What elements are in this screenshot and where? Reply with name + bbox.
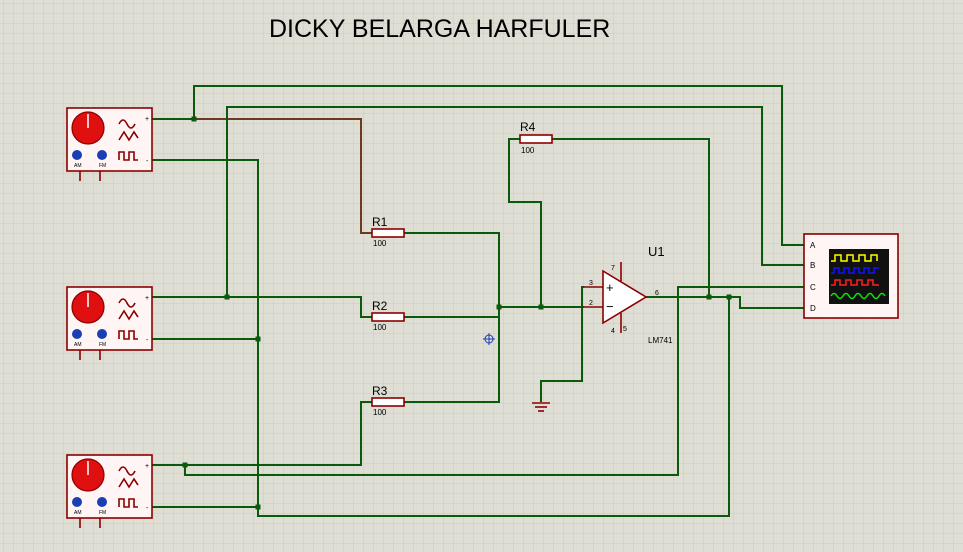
square-wave-icon: [118, 330, 138, 340]
terminal-plus-label: +: [145, 295, 149, 302]
sine-wave-icon: [118, 119, 136, 129]
triangle-wave-icon: [118, 130, 139, 142]
wires: [152, 85, 804, 517]
junction: [255, 336, 261, 342]
fm-dial-icon[interactable]: [97, 329, 107, 339]
square-wave-icon: [118, 498, 138, 508]
resistor-ref: R3: [372, 384, 388, 398]
terminal-minus-label: -: [146, 505, 149, 512]
triangle-wave-icon: [118, 477, 139, 489]
junction: [538, 304, 544, 310]
resistor-ref: R2: [372, 299, 388, 313]
resistor-value: 100: [373, 408, 387, 417]
signal-generator-1[interactable]: AM FM + -: [66, 107, 153, 181]
wire-gen3-to-scope-c[interactable]: [184, 286, 804, 476]
wire-gen3-to-r3[interactable]: [152, 401, 372, 466]
junction: [496, 304, 502, 310]
resistor-r4[interactable]: R4 100: [519, 120, 553, 155]
wire-r4-right[interactable]: [552, 138, 710, 297]
opamp-plus-sign: +: [606, 280, 614, 295]
wire-r4-left[interactable]: [508, 138, 542, 307]
junction: [706, 294, 712, 300]
wire-gen1-minus[interactable]: [152, 159, 259, 507]
sine-wave-icon: [118, 466, 136, 476]
channel-c-label: C: [810, 283, 816, 292]
cursor-crosshair-icon: [483, 333, 495, 345]
triangle-wave-icon: [118, 309, 139, 321]
terminal-minus-label: -: [146, 337, 149, 344]
pin-4: 4: [611, 328, 615, 335]
opamp-part: LM741: [648, 336, 673, 345]
opamp-ref: U1: [648, 244, 665, 259]
junction: [182, 462, 188, 468]
trace-b: [831, 267, 879, 274]
trace-a: [831, 254, 878, 262]
pin-3: 3: [589, 280, 593, 287]
junction: [726, 294, 732, 300]
trace-d: [830, 292, 886, 300]
opamp-minus-sign: −: [606, 299, 614, 314]
sine-wave-icon: [118, 298, 136, 308]
resistor-body: [371, 312, 405, 322]
am-dial-icon[interactable]: [72, 150, 82, 160]
wire-gen1-to-scope-a[interactable]: [152, 85, 804, 246]
square-wave-icon: [118, 151, 138, 161]
trace-c: [831, 279, 879, 286]
fm-label: FM: [99, 163, 106, 169]
pin-7: 7: [611, 265, 615, 272]
channel-a-label: A: [810, 241, 816, 250]
wire-gen2-to-scope-b[interactable]: [226, 106, 804, 297]
wire-gen1-to-r1[interactable]: [194, 118, 372, 234]
pin-6: 6: [655, 290, 659, 297]
fm-dial-icon[interactable]: [97, 150, 107, 160]
resistor-r3[interactable]: R3 100: [371, 384, 405, 417]
resistor-body: [519, 134, 553, 144]
channel-b-label: B: [810, 261, 815, 270]
resistor-value: 100: [373, 323, 387, 332]
schematic-title: DICKY BELARGA HARFULER: [269, 15, 610, 43]
pin-2: 2: [589, 300, 593, 307]
junctions: [182, 116, 732, 510]
resistor-ref: R4: [520, 120, 536, 134]
resistor-value: 100: [373, 239, 387, 248]
terminal-plus-label: +: [145, 116, 149, 123]
am-dial-icon[interactable]: [72, 497, 82, 507]
fm-label: FM: [99, 342, 106, 348]
pin-5: 5: [623, 326, 627, 333]
am-label: AM: [74, 163, 82, 169]
junction: [191, 116, 197, 122]
ground-icon[interactable]: [532, 402, 550, 412]
signal-generator-3[interactable]: AM FM + -: [66, 454, 153, 528]
resistor-body: [371, 228, 405, 238]
resistor-body: [371, 397, 405, 407]
terminal-minus-label: -: [146, 158, 149, 165]
am-dial-icon[interactable]: [72, 329, 82, 339]
channel-d-label: D: [810, 304, 816, 313]
opamp-u1[interactable]: + − 3 2 6 7 4 5 U1 LM741: [584, 244, 673, 345]
terminal-plus-label: +: [145, 463, 149, 470]
signal-generator-2[interactable]: AM FM + -: [66, 286, 153, 360]
junction: [224, 294, 230, 300]
oscilloscope[interactable]: A B C D: [803, 233, 899, 319]
am-label: AM: [74, 510, 82, 516]
resistor-r2[interactable]: R2 100: [371, 299, 405, 332]
opamp-triangle: [602, 269, 648, 325]
fm-label: FM: [99, 510, 106, 516]
wire-gen2-to-r2[interactable]: [152, 296, 372, 318]
resistor-ref: R1: [372, 215, 388, 229]
wire-opamp-plus-to-ground[interactable]: [540, 286, 584, 402]
am-label: AM: [74, 342, 82, 348]
resistor-r1[interactable]: R1 100: [371, 215, 405, 248]
fm-dial-icon[interactable]: [97, 497, 107, 507]
junction: [255, 504, 261, 510]
resistor-value: 100: [521, 146, 535, 155]
